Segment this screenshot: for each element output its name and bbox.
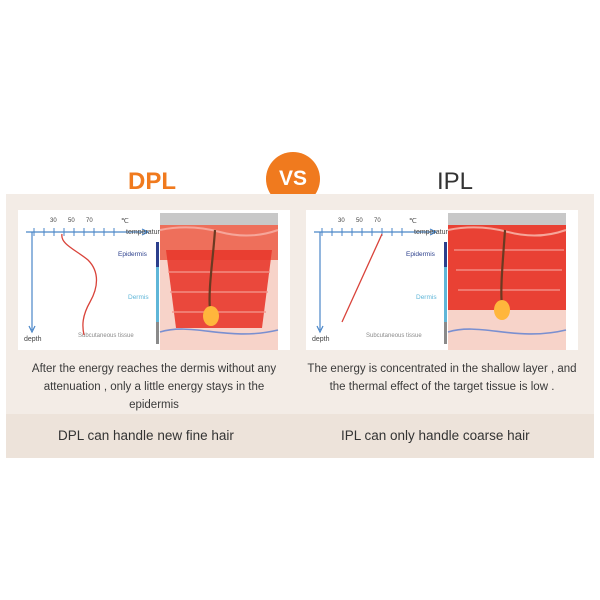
ipl-diagram-svg: 30 50 70 ℃ temperature depth Epidermis D… (312, 213, 567, 350)
epidermis-bar (156, 242, 159, 267)
blood-vessel (447, 328, 567, 335)
subcutaneous-label: Subcutaneous tissue (366, 333, 422, 339)
dpl-temperature-curve (61, 233, 98, 336)
tick-label-70: 70 (86, 218, 93, 224)
temperature-label: temperature (126, 229, 164, 236)
tick-label-30: 30 (338, 218, 345, 224)
dermis-label: Dermis (416, 294, 437, 301)
blood-vessel (159, 328, 279, 335)
dpl-conclusion: DPL can handle new fine hair (58, 428, 234, 443)
epidermis-bar (444, 242, 447, 267)
skin-surface-line (447, 226, 567, 237)
hair-shaft (208, 229, 217, 311)
unit-label: ℃ (409, 218, 417, 225)
dpl-diagram: 30 50 70 ℃ temperature depth Epidermis D… (18, 210, 290, 350)
subcutaneous-bar (444, 322, 447, 344)
dpl-description: After the energy reaches the dermis with… (31, 363, 277, 411)
ipl-energy-zone (448, 225, 566, 310)
ipl-conclusion: IPL can only handle coarse hair (341, 428, 530, 443)
tick-label-50: 50 (68, 218, 75, 224)
hair-follicle (203, 306, 219, 326)
light-source-bar (448, 213, 566, 225)
ipl-description: The energy is concentrated in the shallo… (307, 363, 577, 393)
conclusion-strip (6, 414, 594, 458)
depth-axis-arrow (316, 325, 324, 334)
tick-label-50: 50 (356, 218, 363, 224)
unit-label: ℃ (121, 218, 129, 225)
energy-bands (168, 271, 270, 313)
dpl-energy-zone (166, 250, 272, 328)
energy-bands (454, 249, 564, 291)
hair-follicle (494, 300, 510, 320)
subcutaneous-bar (156, 322, 159, 344)
subcutaneous-label: Subcutaneous tissue (78, 333, 134, 339)
light-source-bar (160, 213, 278, 225)
ipl-diagram: 30 50 70 ℃ temperature depth Epidermis D… (306, 210, 578, 350)
temperature-ticks (33, 228, 115, 236)
temperature-axis-arrow (141, 228, 150, 236)
dpl-diagram-svg: 30 50 70 ℃ temperature depth Epidermis D… (24, 213, 279, 350)
ipl-temperature-line (341, 233, 383, 323)
depth-label: depth (312, 336, 330, 343)
dpl-title: DPL (128, 168, 176, 195)
temperature-ticks (321, 228, 403, 236)
dermis-bar (444, 267, 447, 322)
dermis-label: Dermis (128, 294, 149, 301)
epidermis-label: Epidermis (118, 251, 148, 258)
skin-surface-line (159, 226, 279, 237)
temperature-axis-arrow (429, 228, 438, 236)
tick-label-70: 70 (374, 218, 381, 224)
depth-axis-arrow (28, 325, 36, 334)
dermis-bar (156, 267, 159, 322)
depth-label: depth (24, 336, 42, 343)
temperature-label: temperature (414, 229, 452, 236)
epidermis-label: Epidermis (406, 251, 436, 258)
ipl-title: IPL (437, 168, 474, 195)
tick-label-30: 30 (50, 218, 57, 224)
